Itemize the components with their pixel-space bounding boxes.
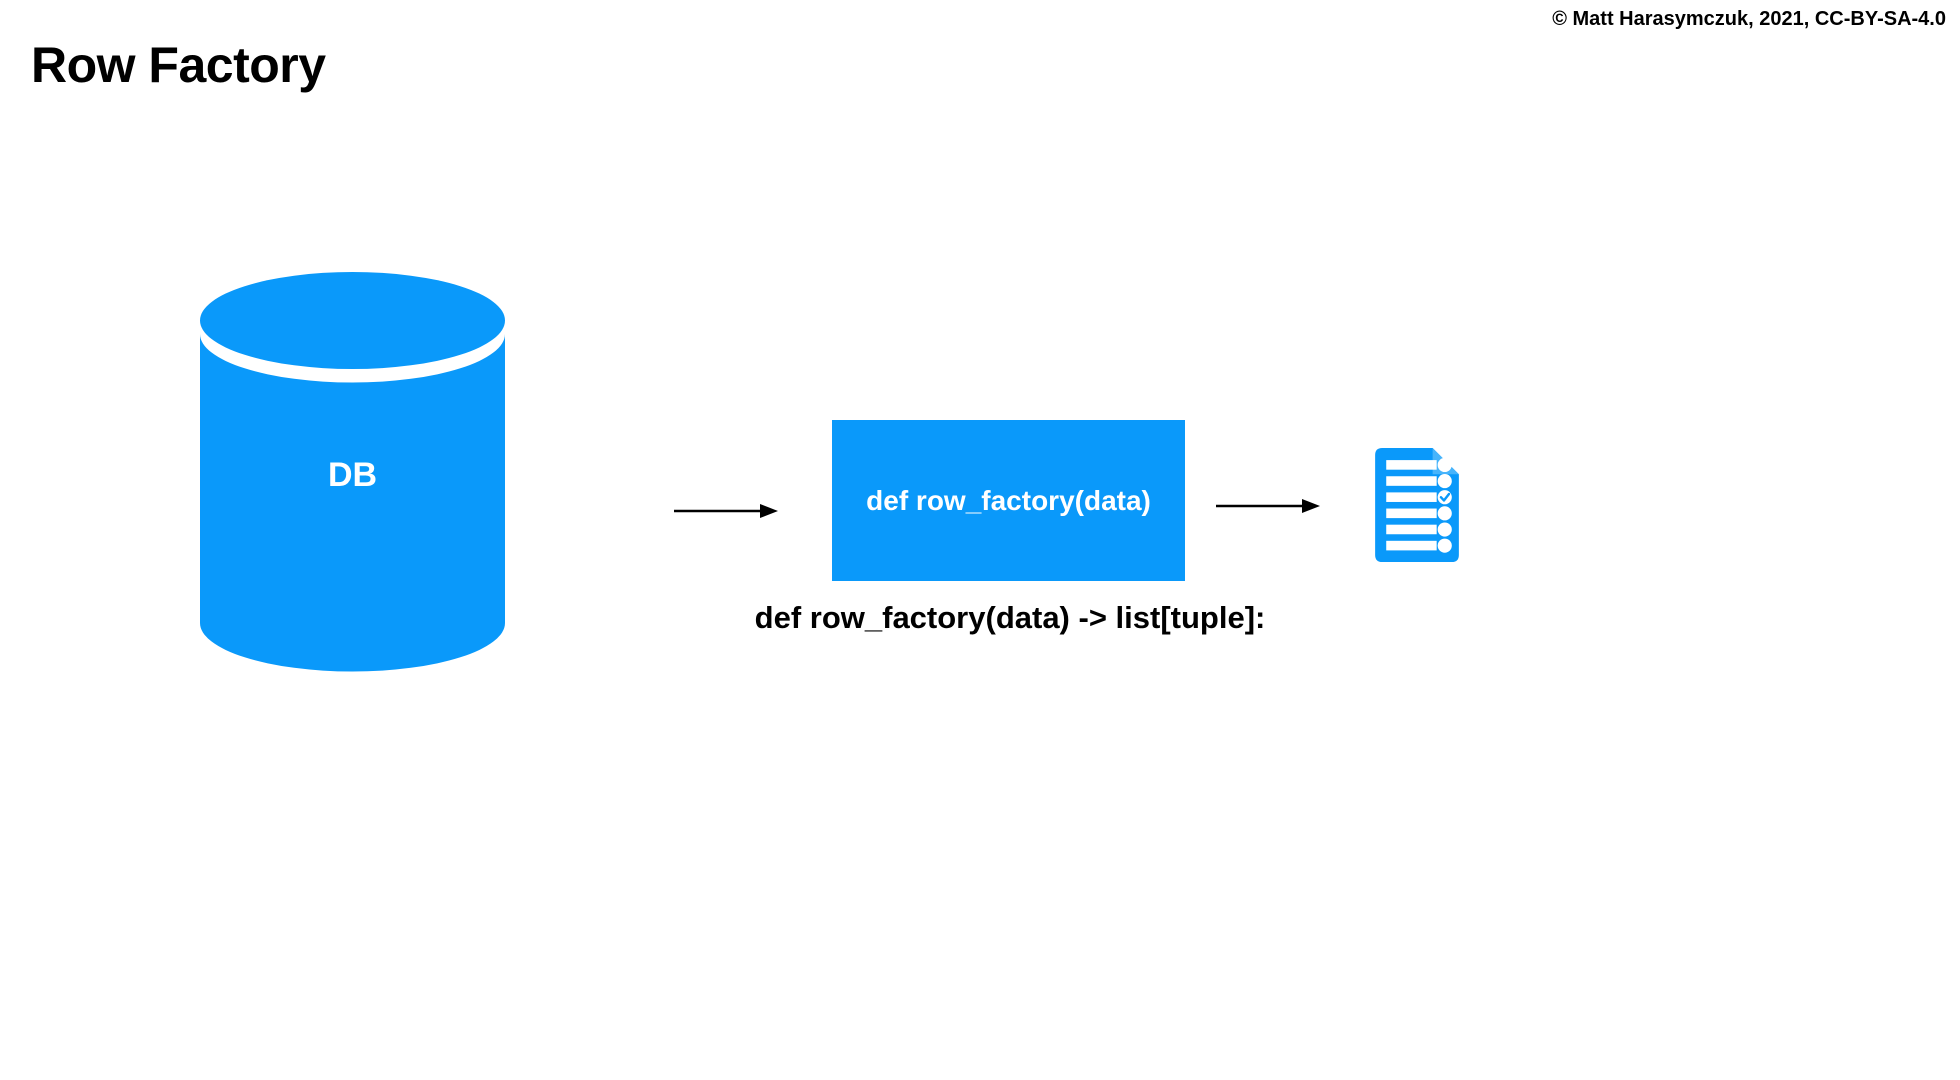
database-node: DB (200, 272, 505, 672)
function-box-label: def row_factory(data) (866, 484, 1151, 516)
database-cylinder-icon (200, 272, 505, 672)
checklist-document-icon (1375, 448, 1459, 562)
copyright-text: © Matt Harasymczuk, 2021, CC-BY-SA-4.0 (1552, 8, 1946, 30)
database-label: DB (327, 456, 378, 494)
arrow-right-icon (1216, 499, 1320, 513)
result-node (1375, 448, 1459, 562)
arrow-right-icon (674, 504, 778, 518)
page-title: Row Factory (31, 37, 326, 93)
function-box: def row_factory(data) (832, 420, 1185, 581)
function-signature-text: def row_factory(data) -> list[tuple]: (754, 600, 1266, 635)
